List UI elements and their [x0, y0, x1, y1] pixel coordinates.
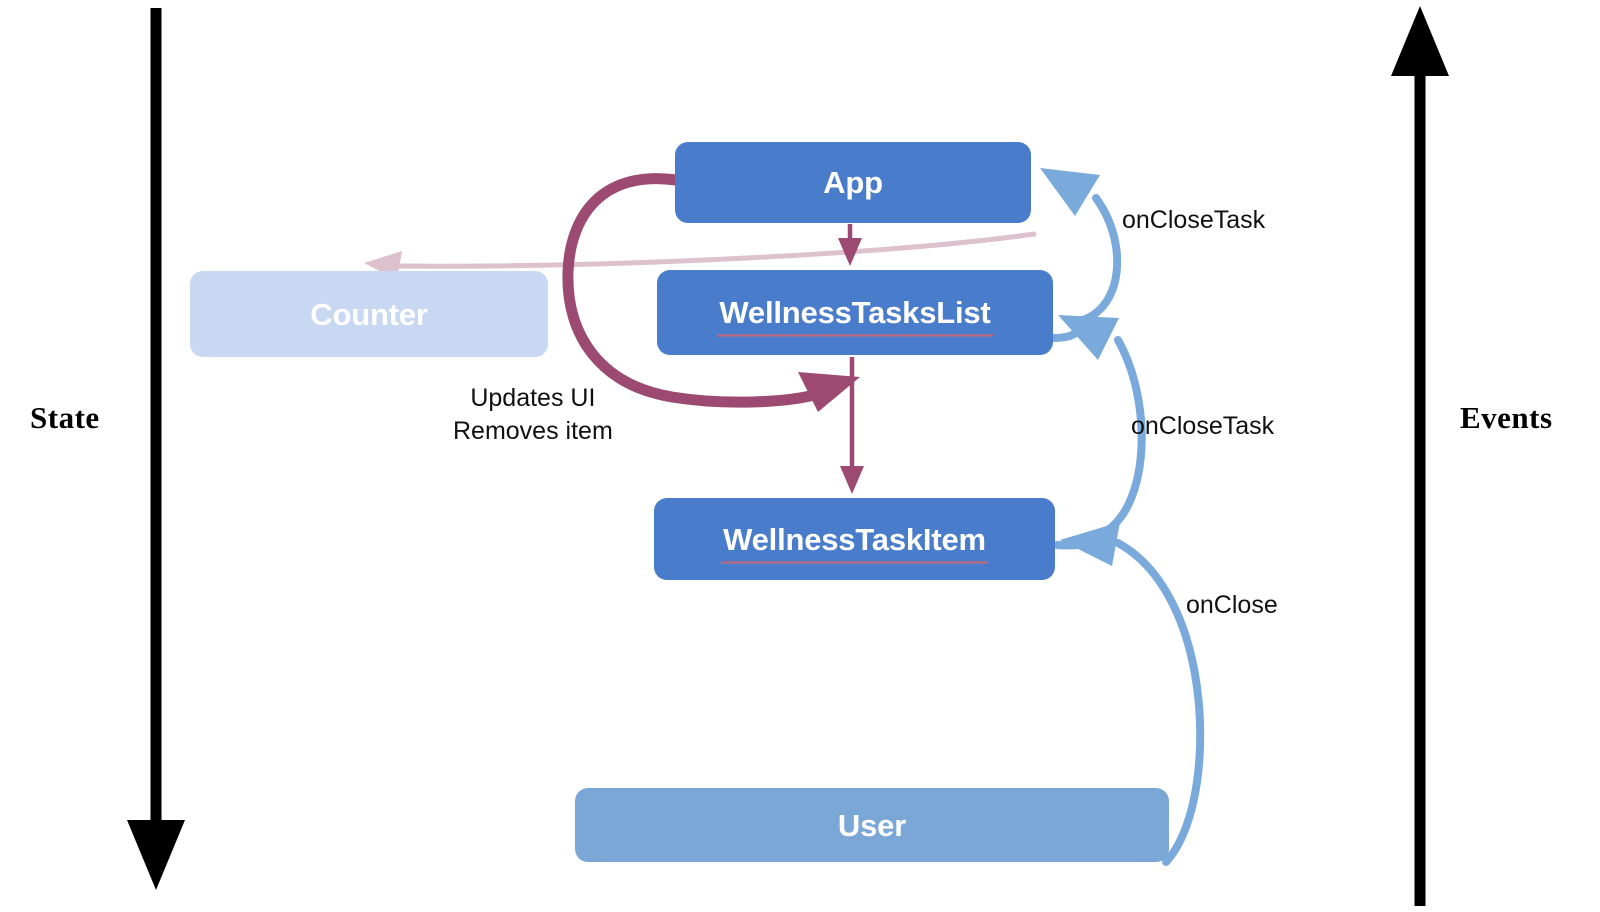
- edge-item-to-list-onclosetask: [1058, 315, 1146, 534]
- node-user-label: User: [837, 807, 907, 843]
- node-counter-label: Counter: [310, 296, 428, 332]
- events-axis-label: Events: [1460, 400, 1553, 435]
- node-wellness-task-item[interactable]: WellnessTaskItem: [654, 498, 1055, 580]
- node-user[interactable]: User: [575, 788, 1169, 862]
- edge-app-to-list: [838, 224, 862, 266]
- edge-label-onclosetask-list: onCloseTask: [1131, 412, 1275, 440]
- edge-label-onclose-item: onClose: [1186, 591, 1278, 619]
- node-counter[interactable]: Counter: [190, 271, 548, 357]
- edge-list-to-app-onclosetask: [1040, 168, 1122, 324]
- events-axis-arrow: [1391, 6, 1449, 906]
- edge-label-updates-ui-line2: Removes item: [453, 416, 613, 445]
- edge-label-updates-ui-line1: Updates UI: [470, 384, 596, 412]
- edge-label-updates-ui: Updates UI Removes item: [453, 382, 613, 447]
- node-app[interactable]: App: [675, 142, 1031, 223]
- edge-list-to-item: [840, 357, 864, 494]
- state-axis-arrow: [127, 8, 185, 890]
- edge-label-onclosetask-app: onCloseTask: [1122, 206, 1266, 234]
- node-app-label: App: [823, 165, 883, 200]
- state-axis-label: State: [30, 400, 100, 435]
- edge-app-updates-list: [562, 173, 860, 412]
- node-wellness-tasks-list[interactable]: WellnessTasksList: [657, 270, 1053, 355]
- node-wellness-task-item-label: WellnessTaskItem: [721, 521, 988, 564]
- node-wellness-tasks-list-label: WellnessTasksList: [717, 295, 993, 337]
- edge-user-to-item-onclose: [1060, 522, 1205, 866]
